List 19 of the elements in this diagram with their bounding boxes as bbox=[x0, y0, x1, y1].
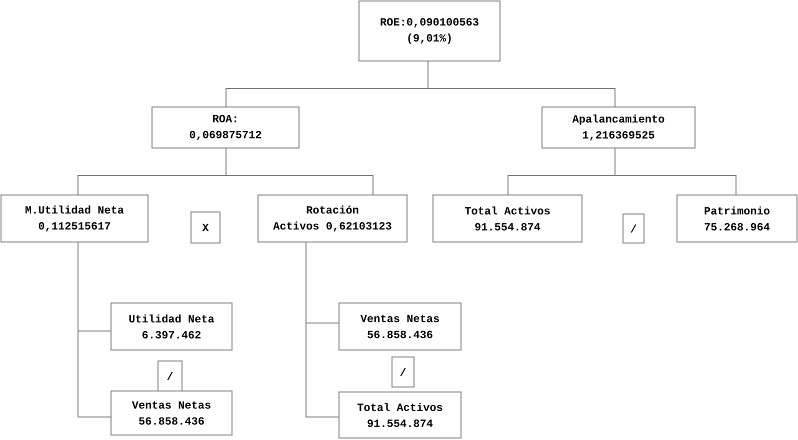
operator-box: / bbox=[158, 360, 182, 392]
ratio-box: ROA: 0,069875712 bbox=[152, 106, 300, 148]
ratio-box: Ventas Netas 56.858.436 bbox=[338, 302, 462, 350]
ratio-box: Apalancamiento 1,216369525 bbox=[542, 106, 696, 148]
connector-line bbox=[306, 242, 339, 418]
ratio-box: ROE:0,090100563 (9,01%) bbox=[358, 0, 500, 62]
ratio-box: Total Activos 91.554.874 bbox=[432, 194, 582, 242]
connector-line bbox=[428, 60, 616, 107]
connector-line bbox=[614, 148, 736, 195]
ratio-box: Total Activos 91.554.874 bbox=[338, 391, 462, 438]
ratio-box: Rotación Activos 0,62103123 bbox=[258, 194, 408, 242]
ratio-box: Patrimonio 75.268.964 bbox=[676, 194, 798, 242]
ratio-box: M.Utilidad Neta 0,112515617 bbox=[0, 194, 148, 242]
connector-line bbox=[78, 242, 111, 418]
operator-box: X bbox=[190, 211, 220, 244]
ratio-box: Utilidad Neta 6.397.462 bbox=[110, 302, 232, 350]
operator-box: / bbox=[392, 356, 414, 388]
operator-box: / bbox=[622, 213, 644, 244]
connector-line bbox=[226, 148, 374, 195]
